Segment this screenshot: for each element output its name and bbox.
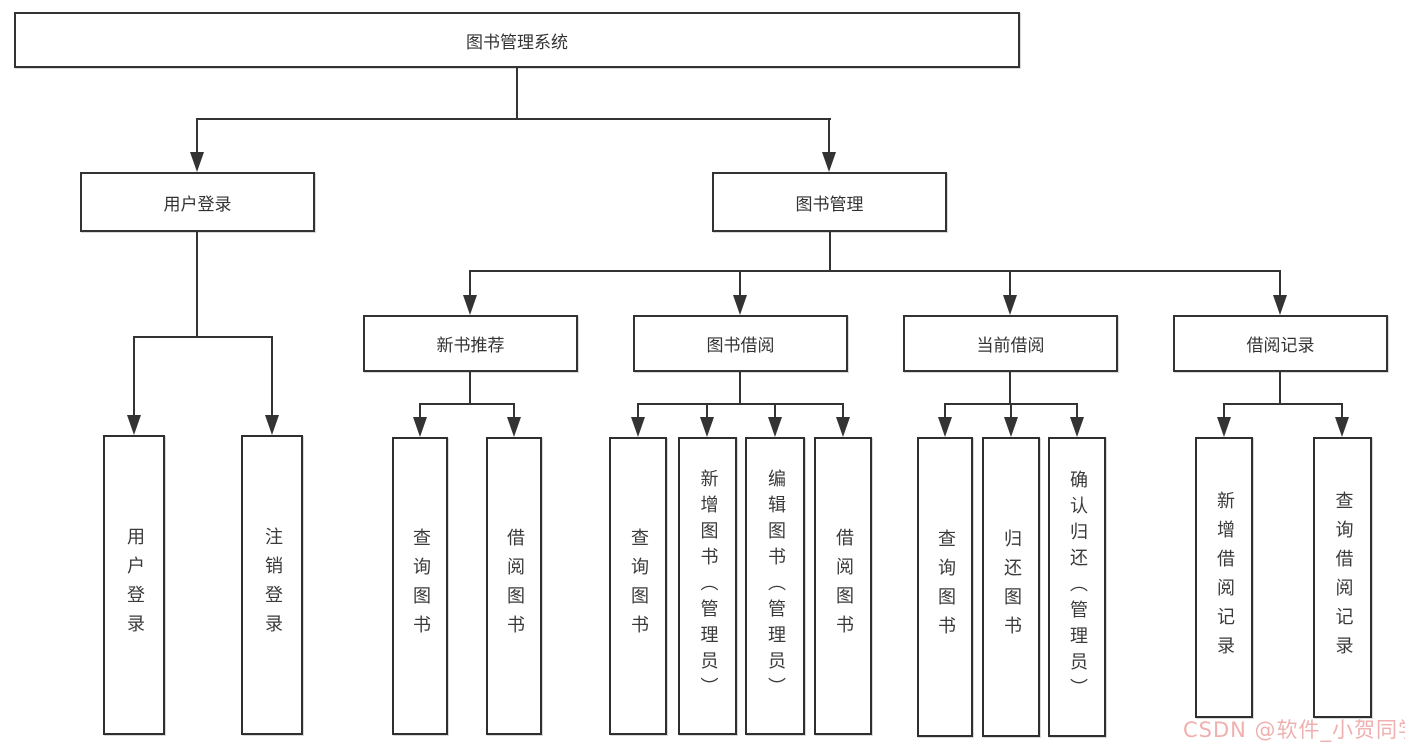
connector-line bbox=[1341, 403, 1343, 419]
node-root-label: 图书管理系统 bbox=[466, 32, 568, 53]
node-leaf-add-book-admin-label: 新增图书（管理员） bbox=[697, 469, 719, 703]
node-book-borrow: 图书借阅 bbox=[633, 315, 848, 372]
node-root: 图书管理系统 bbox=[14, 12, 1020, 68]
arrow-down-icon bbox=[507, 417, 521, 437]
node-leaf-logout: 注销登录 bbox=[241, 435, 303, 735]
node-leaf-borrow-query-books-label: 查询图书 bbox=[628, 528, 649, 644]
node-leaf-edit-book-admin-label: 编辑图书（管理员） bbox=[765, 469, 786, 703]
connector-line bbox=[739, 270, 741, 297]
node-book-management-label: 图书管理 bbox=[795, 194, 864, 215]
connector-line bbox=[1010, 403, 1012, 419]
node-leaf-add-borrow-record: 新增借阅记录 bbox=[1195, 437, 1253, 718]
node-leaf-borrow-books: 借阅图书 bbox=[814, 437, 872, 735]
node-leaf-return-books-label: 归还图书 bbox=[1001, 529, 1022, 645]
connector-line bbox=[1076, 403, 1078, 419]
connector-line bbox=[516, 68, 518, 120]
connector-line bbox=[637, 403, 844, 405]
csdn-watermark: CSDN @软件_小贺同学 bbox=[1183, 718, 1405, 742]
node-current-borrow: 当前借阅 bbox=[903, 315, 1118, 372]
node-leaf-borrow-books-label: 借阅图书 bbox=[833, 528, 854, 644]
node-leaf-user-login: 用户登录 bbox=[103, 435, 165, 735]
connector-line bbox=[196, 118, 831, 120]
connector-line bbox=[944, 403, 946, 419]
connector-line bbox=[1279, 270, 1281, 297]
connector-line bbox=[1009, 270, 1011, 297]
node-book-borrow-label: 图书借阅 bbox=[706, 336, 775, 356]
node-leaf-add-book-admin: 新增图书（管理员） bbox=[678, 437, 737, 735]
arrow-down-icon bbox=[836, 417, 850, 437]
node-leaf-return-books: 归还图书 bbox=[982, 437, 1040, 737]
node-leaf-logout-label: 注销登录 bbox=[262, 527, 283, 643]
arrow-down-icon bbox=[127, 415, 141, 435]
connector-line bbox=[829, 232, 831, 272]
arrow-down-icon bbox=[190, 152, 204, 172]
connector-line bbox=[469, 270, 1281, 272]
arrow-down-icon bbox=[1335, 417, 1349, 437]
connector-line bbox=[739, 372, 741, 405]
node-borrow-records: 借阅记录 bbox=[1173, 315, 1388, 372]
connector-line bbox=[196, 232, 198, 338]
node-leaf-recommend-query-books: 查询图书 bbox=[392, 437, 448, 735]
connector-line bbox=[1009, 372, 1011, 405]
arrow-down-icon bbox=[700, 417, 714, 437]
node-leaf-borrow-query-books: 查询图书 bbox=[609, 437, 667, 735]
node-leaf-recommend-borrow-books-label: 借阅图书 bbox=[504, 528, 525, 644]
node-leaf-user-login-label: 用户登录 bbox=[124, 527, 145, 643]
connector-line bbox=[133, 336, 273, 338]
arrow-down-icon bbox=[265, 415, 279, 435]
node-leaf-query-borrow-record: 查询借阅记录 bbox=[1313, 437, 1372, 718]
arrow-down-icon bbox=[1273, 295, 1287, 315]
arrow-down-icon bbox=[413, 417, 427, 437]
node-leaf-add-borrow-record-label: 新增借阅记录 bbox=[1214, 490, 1235, 665]
node-leaf-edit-book-admin: 编辑图书（管理员） bbox=[745, 437, 805, 735]
node-borrow-records-label: 借阅记录 bbox=[1246, 336, 1315, 356]
connector-line bbox=[774, 403, 776, 419]
node-leaf-current-query-books-label: 查询图书 bbox=[935, 529, 956, 645]
arrow-down-icon bbox=[733, 295, 747, 315]
arrow-down-icon bbox=[822, 152, 836, 172]
node-new-book-recommend: 新书推荐 bbox=[363, 315, 578, 372]
arrow-down-icon bbox=[1070, 417, 1084, 437]
arrow-down-icon bbox=[1217, 417, 1231, 437]
arrow-down-icon bbox=[463, 295, 477, 315]
connector-line bbox=[271, 336, 273, 415]
node-user-login-label: 用户登录 bbox=[163, 194, 232, 215]
connector-line bbox=[828, 118, 830, 154]
connector-line bbox=[842, 403, 844, 419]
connector-line bbox=[419, 403, 421, 419]
arrow-down-icon bbox=[768, 417, 782, 437]
connector-line bbox=[513, 403, 515, 419]
connector-line bbox=[706, 403, 708, 419]
node-current-borrow-label: 当前借阅 bbox=[976, 336, 1045, 356]
connector-line bbox=[133, 336, 135, 415]
arrow-down-icon bbox=[1004, 417, 1018, 437]
node-leaf-confirm-return-admin: 确认归还（管理员） bbox=[1048, 437, 1106, 737]
node-user-login: 用户登录 bbox=[80, 172, 315, 232]
connector-line bbox=[1223, 403, 1225, 419]
connector-line bbox=[1279, 372, 1281, 405]
node-leaf-query-borrow-record-label: 查询借阅记录 bbox=[1332, 490, 1354, 665]
connector-line bbox=[196, 118, 198, 154]
node-book-management: 图书管理 bbox=[712, 172, 947, 232]
connector-line bbox=[469, 270, 471, 297]
node-leaf-recommend-borrow-books: 借阅图书 bbox=[486, 437, 542, 735]
arrow-down-icon bbox=[1003, 295, 1017, 315]
connector-line bbox=[1223, 403, 1343, 405]
connector-line bbox=[637, 403, 639, 419]
node-leaf-current-query-books: 查询图书 bbox=[917, 437, 973, 737]
node-new-book-recommend-label: 新书推荐 bbox=[436, 336, 505, 356]
connector-line bbox=[419, 403, 515, 405]
connector-line bbox=[469, 372, 471, 405]
arrow-down-icon bbox=[631, 417, 645, 437]
node-leaf-confirm-return-admin-label: 确认归还（管理员） bbox=[1067, 470, 1088, 704]
node-leaf-recommend-query-books-label: 查询图书 bbox=[410, 528, 431, 644]
arrow-down-icon bbox=[938, 417, 952, 437]
